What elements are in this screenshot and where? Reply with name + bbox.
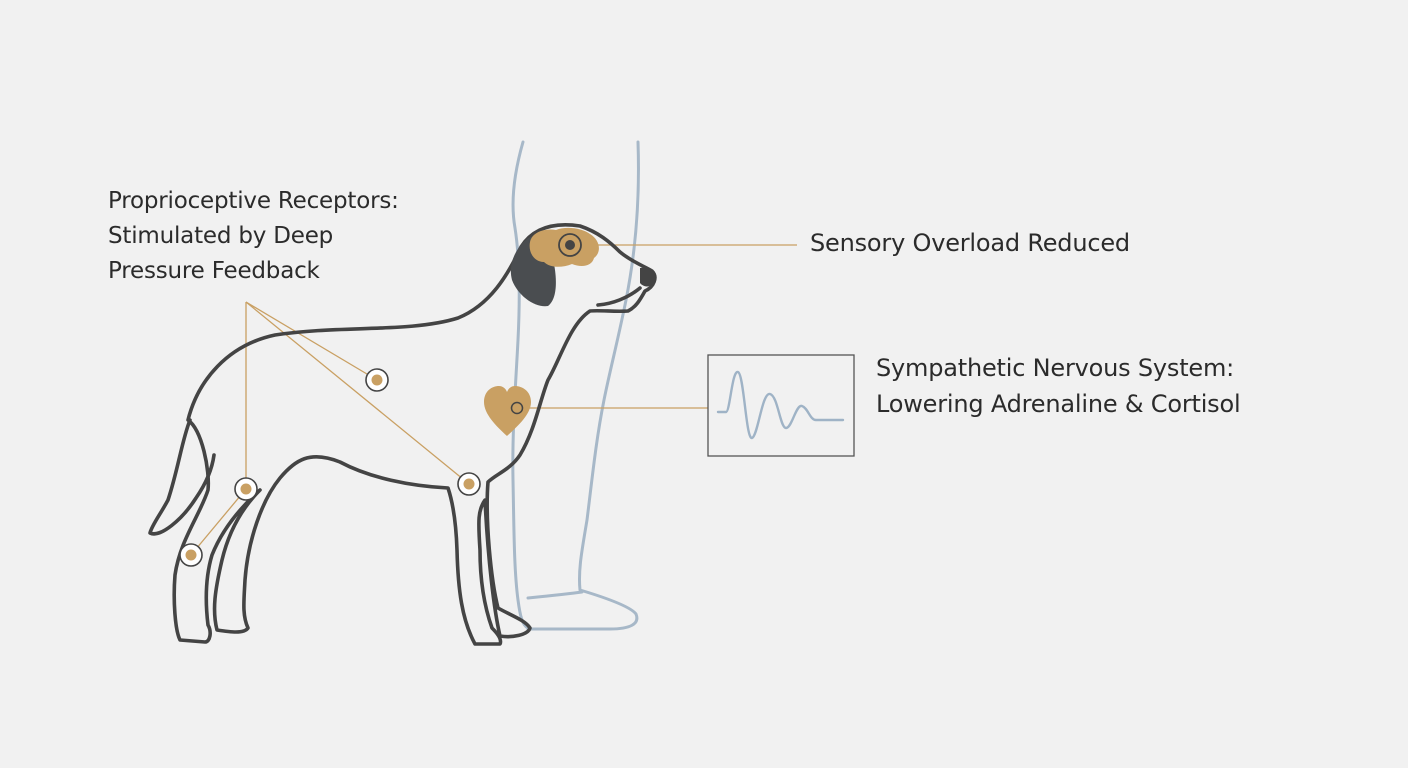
dog-body-outline (172, 223, 657, 646)
dog-nose (640, 267, 656, 287)
sensory-label-text: Sensory Overload Reduced (810, 229, 1130, 257)
heart-icon (484, 386, 531, 436)
heart-marker (510, 401, 524, 415)
receptor-marker-shoulder (365, 368, 389, 392)
dog-tail (148, 418, 216, 536)
sensory-overload-label: Sensory Overload Reduced (810, 226, 1130, 260)
receptor-marker-hock (179, 543, 203, 567)
proprioceptive-label-line-2: Stimulated by Deep (108, 223, 334, 249)
receptor-markers (179, 368, 481, 567)
proprioceptive-receptors-label: Proprioceptive Receptors: Stimulated by … (108, 184, 399, 289)
sympathetic-label-line-1: Sympathetic Nervous System: (876, 354, 1235, 382)
sympathetic-nervous-system-label: Sympathetic Nervous System: Lowering Adr… (876, 350, 1241, 422)
proprioceptive-label-line-3: Pressure Feedback (108, 258, 320, 284)
human-leg-front-edge (526, 140, 640, 631)
receptor-marker-foreleg (457, 472, 481, 496)
human-shoe-line (526, 590, 584, 600)
brain-icon (529, 227, 599, 267)
brain-marker-ring (558, 233, 582, 257)
sympathetic-label-line-2: Lowering Adrenaline & Cortisol (876, 390, 1241, 418)
human-leg-back-edge (511, 140, 530, 630)
waveform-graph (707, 354, 855, 457)
callout-line-hock (190, 488, 247, 556)
human-leg (511, 140, 640, 631)
brain-marker-dot (565, 240, 575, 250)
heart-shape (484, 386, 531, 436)
waveform-line (716, 370, 845, 440)
brain-shape (529, 227, 599, 267)
receptor-marker-hip (234, 477, 258, 501)
proprioceptive-label-line-1: Proprioceptive Receptors: (108, 188, 399, 214)
dog-outline (148, 223, 657, 646)
dog-muzzle-line (596, 286, 642, 307)
waveform-frame (707, 354, 855, 457)
callout-line-shoulder (245, 301, 378, 381)
